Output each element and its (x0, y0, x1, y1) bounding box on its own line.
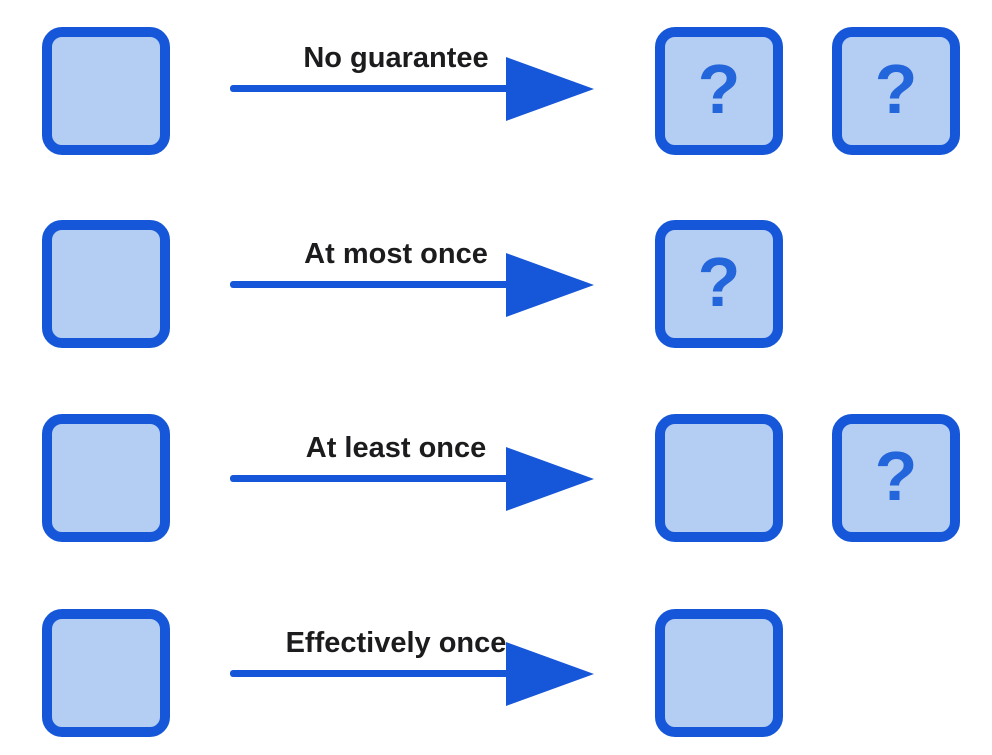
result-square (655, 609, 783, 737)
result-square: ? (655, 220, 783, 348)
source-square (42, 414, 170, 542)
question-mark: ? (697, 243, 741, 321)
arrowhead-icon (506, 253, 594, 317)
arrow-line (230, 475, 510, 482)
result-square (655, 414, 783, 542)
arrow-label: At least once (305, 432, 487, 464)
result-square: ? (832, 414, 960, 542)
arrow-label: At most once (304, 238, 488, 270)
arrow-label: No guarantee (303, 42, 489, 74)
source-square (42, 27, 170, 155)
question-mark: ? (874, 50, 918, 128)
arrow-line (230, 670, 510, 677)
source-square (42, 609, 170, 737)
source-square (42, 220, 170, 348)
question-mark: ? (874, 437, 918, 515)
arrow-line (230, 281, 510, 288)
result-square: ? (655, 27, 783, 155)
arrowhead-icon (506, 447, 594, 511)
arrow-line (230, 85, 510, 92)
arrow-label: Effectively once (285, 627, 507, 659)
result-square: ? (832, 27, 960, 155)
arrowhead-icon (506, 642, 594, 706)
question-mark: ? (697, 50, 741, 128)
arrowhead-icon (506, 57, 594, 121)
